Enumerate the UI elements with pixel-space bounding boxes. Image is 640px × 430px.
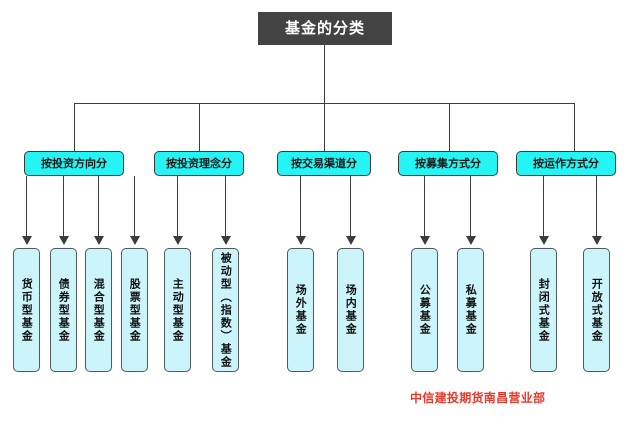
leaf-node-bond-fund[interactable]: 债券型基金 — [50, 248, 77, 372]
leaf-node-equity-fund[interactable]: 股票型基金 — [121, 248, 148, 372]
leaf-arrow-shaft — [225, 176, 227, 238]
leaf-node-label: 股票型基金 — [128, 277, 142, 343]
leaf-arrow-shaft — [63, 176, 65, 238]
category-node-label: 按交易渠道分 — [291, 157, 357, 170]
leaf-node-closed-end-fund[interactable]: 封闭式基金 — [530, 248, 557, 372]
leaf-arrow-head-icon — [420, 236, 430, 245]
leaf-node-label: 债券型基金 — [57, 277, 71, 343]
leaf-node-exchange-traded-fund[interactable]: 场内基金 — [337, 248, 364, 372]
leaf-arrow-head-icon — [346, 236, 356, 245]
root-node-label: 基金的分类 — [284, 19, 365, 37]
leaf-arrow-head-icon — [296, 236, 306, 245]
leaf-arrow-shaft — [26, 176, 28, 238]
bus-drop-connector-2 — [199, 103, 201, 151]
leaf-arrow-head-icon — [59, 236, 69, 245]
leaf-node-label: 私募基金 — [464, 284, 478, 336]
leaf-arrow-shaft — [98, 176, 100, 238]
category-node-trading-channel[interactable]: 按交易渠道分 — [277, 151, 371, 176]
bus-drop-connector-1 — [74, 103, 76, 151]
root-node-fund-classification: 基金的分类 — [258, 12, 392, 45]
footer-watermark: 中信建投期货南昌营业部 — [410, 391, 546, 405]
category-node-raising-method[interactable]: 按募集方式分 — [398, 151, 498, 176]
leaf-arrow-shaft — [424, 176, 426, 238]
leaf-node-label: 封闭式基金 — [537, 277, 551, 343]
category-node-investment-philosophy[interactable]: 按投资理念分 — [154, 151, 244, 176]
bus-drop-connector-3 — [324, 103, 326, 151]
leaf-node-passive-index-fund[interactable]: 被动型（指数）基金 — [212, 248, 239, 372]
category-node-investment-direction[interactable]: 按投资方向分 — [24, 151, 124, 176]
leaf-node-label: 主动型基金 — [171, 277, 185, 343]
bus-drop-connector-5 — [574, 103, 576, 151]
leaf-arrow-head-icon — [94, 236, 104, 245]
leaf-node-active-fund[interactable]: 主动型基金 — [164, 248, 191, 372]
leaf-arrow-shaft — [596, 176, 598, 238]
leaf-arrow-head-icon — [221, 236, 231, 245]
leaf-arrow-shaft — [300, 176, 302, 238]
leaf-node-hybrid-fund[interactable]: 混合型基金 — [85, 248, 112, 372]
bus-drop-connector-4 — [449, 103, 451, 151]
leaf-node-label: 开放式基金 — [590, 277, 604, 343]
leaf-node-open-end-fund[interactable]: 开放式基金 — [583, 248, 610, 372]
leaf-node-label: 混合型基金 — [92, 277, 106, 343]
leaf-arrow-head-icon — [539, 236, 549, 245]
leaf-node-private-fund[interactable]: 私募基金 — [457, 248, 484, 372]
leaf-node-label: 场外基金 — [294, 284, 308, 336]
leaf-arrow-shaft — [543, 176, 545, 238]
leaf-arrow-head-icon — [466, 236, 476, 245]
category-node-label: 按投资方向分 — [41, 157, 107, 170]
leaf-arrow-shaft — [177, 176, 179, 238]
category-node-label: 按运作方式分 — [533, 157, 599, 170]
leaf-node-label: 被动型（指数）基金 — [219, 251, 233, 369]
category-node-label: 按募集方式分 — [415, 157, 481, 170]
leaf-node-otc-fund[interactable]: 场外基金 — [287, 248, 314, 372]
leaf-node-money-market-fund[interactable]: 货币型基金 — [13, 248, 40, 372]
trunk-connector — [324, 45, 326, 103]
leaf-node-label: 货币型基金 — [20, 277, 34, 343]
leaf-arrow-head-icon — [130, 236, 140, 245]
leaf-arrow-head-icon — [592, 236, 602, 245]
leaf-arrow-shaft — [134, 176, 136, 238]
category-node-operation-method[interactable]: 按运作方式分 — [516, 151, 616, 176]
category-node-label: 按投资理念分 — [166, 157, 232, 170]
leaf-arrow-shaft — [470, 176, 472, 238]
leaf-node-public-fund[interactable]: 公募基金 — [411, 248, 438, 372]
leaf-node-label: 场内基金 — [344, 284, 358, 336]
leaf-arrow-head-icon — [22, 236, 32, 245]
leaf-node-label: 公募基金 — [418, 284, 432, 336]
leaf-arrow-shaft — [350, 176, 352, 238]
leaf-arrow-head-icon — [173, 236, 183, 245]
